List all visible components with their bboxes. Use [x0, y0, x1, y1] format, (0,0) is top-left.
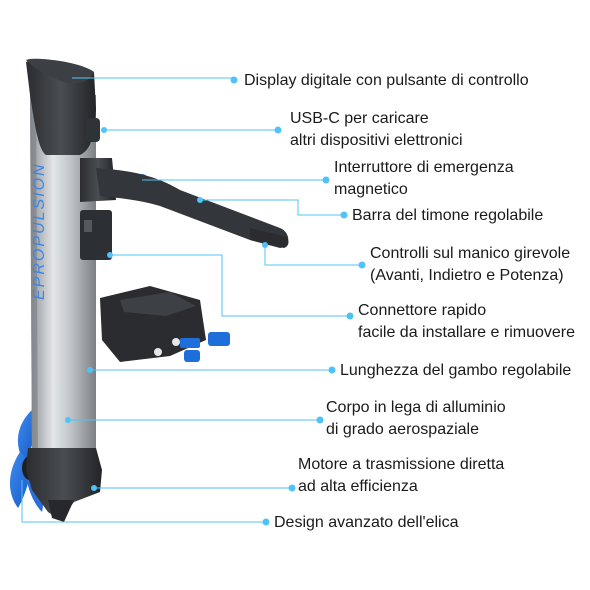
callout-line: facile da installare e rimuovere — [358, 324, 575, 341]
callout-quick-connector: Connettore rapido facile da installare e… — [358, 300, 575, 344]
callout-line: Lunghezza del gambo regolabile — [340, 362, 572, 379]
callout-kill-switch: Interruttore di emergenza magnetico — [334, 157, 514, 201]
quick-connector-clamp — [100, 286, 230, 362]
callout-propeller: Design avanzato dell'elica — [274, 512, 459, 534]
usb-c-port — [86, 118, 100, 142]
callout-body: Corpo in lega di alluminio di grado aero… — [326, 397, 506, 441]
leader-lines — [21, 77, 360, 523]
callout-line: ad alta efficienza — [298, 478, 418, 495]
motor-housing — [26, 448, 102, 522]
callout-motor: Motore a trasmissione diretta ad alta ef… — [298, 454, 504, 498]
callout-line: magnetico — [334, 181, 408, 198]
twist-grip-control — [80, 210, 112, 260]
callout-twist-grip: Controlli sul manico girevole (Avanti, I… — [370, 243, 570, 287]
callout-line: Motore a trasmissione diretta — [298, 456, 505, 473]
callout-line: Interruttore di emergenza — [334, 159, 514, 176]
callout-line: USB-C per caricare — [290, 110, 429, 127]
callout-line: di grado aerospaziale — [326, 421, 479, 438]
callout-display: Display digitale con pulsante di control… — [244, 70, 529, 92]
callout-usb-c: USB-C per caricare altri dispositivi ele… — [290, 108, 463, 152]
callout-line: altri dispositivi elettronici — [290, 132, 463, 149]
tiller-assembly — [80, 158, 289, 248]
head-unit — [26, 58, 96, 155]
callout-line: Corpo in lega di alluminio — [326, 399, 506, 416]
callout-line: Display digitale con pulsante di control… — [244, 72, 529, 89]
callout-line: (Avanti, Indietro e Potenza) — [370, 267, 564, 284]
callout-line: Design avanzato dell'elica — [274, 514, 459, 531]
callout-tiller: Barra del timone regolabile — [352, 205, 543, 227]
leader-dots — [65, 76, 366, 526]
brand-logo: EPROPULSION — [31, 162, 48, 300]
callout-shaft-length: Lunghezza del gambo regolabile — [340, 360, 571, 382]
shaft-body — [30, 95, 96, 470]
callout-line: Connettore rapido — [358, 302, 487, 319]
callout-line: Controlli sul manico girevole — [370, 245, 571, 262]
callout-line: Barra del timone regolabile — [352, 207, 544, 224]
